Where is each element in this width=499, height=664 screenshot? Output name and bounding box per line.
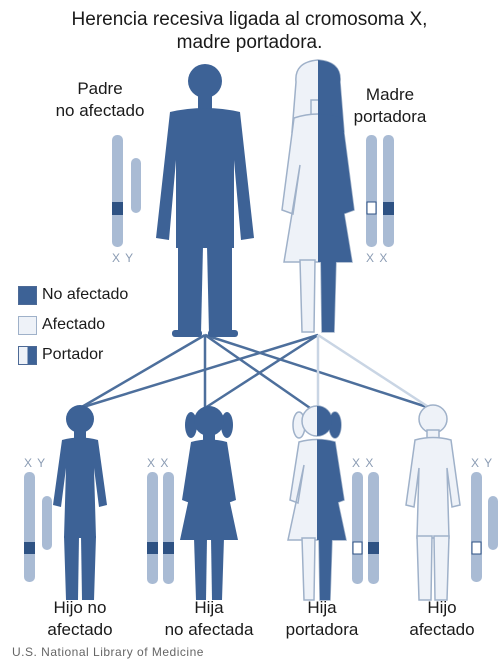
chromosome-band — [383, 202, 394, 215]
son-unaffected-chromosome-labels: X Y — [24, 456, 46, 470]
son-affected-chromosome-labels: X Y — [471, 456, 493, 470]
legend-swatch-empty — [18, 316, 37, 335]
child3-label-line2: portadora — [272, 619, 372, 640]
father-label-line1: Padre — [40, 78, 160, 99]
daughter-carrier-chromosomes — [352, 472, 379, 584]
legend-swatch-half — [18, 346, 37, 365]
legend-item-unaffected: No afectado — [18, 284, 128, 306]
chromosome-x — [366, 135, 377, 247]
child1-label-line1: Hijo no — [30, 597, 130, 618]
child4-label-line2: afectado — [392, 619, 492, 640]
chromosome-band — [112, 202, 123, 215]
mother-label-line2: portadora — [335, 106, 445, 127]
inheritance-lines — [80, 335, 430, 408]
son-unaffected-figure — [53, 405, 107, 600]
child2-label-line2: no afectada — [150, 619, 268, 640]
chromosome-y — [131, 158, 141, 213]
child1-label-line2: afectado — [30, 619, 130, 640]
mother-chromosome-labels: X X — [366, 251, 388, 265]
child4-label-line1: Hijo — [392, 597, 492, 618]
chromosome-x — [112, 135, 123, 247]
son-affected-chromosomes — [471, 472, 498, 582]
daughter-unaffected-chromosomes — [147, 472, 174, 584]
father-chromosome-labels: X Y — [112, 251, 134, 265]
father-label-line2: no afectado — [40, 100, 160, 121]
child2-label-line1: Hija — [150, 597, 268, 618]
son-affected-figure — [406, 405, 460, 600]
legend-swatch-filled — [18, 286, 37, 305]
legend-item-carrier: Portador — [18, 344, 103, 366]
child3-label-line1: Hija — [272, 597, 372, 618]
legend-label: Portador — [42, 346, 103, 364]
mother-label-line1: Madre — [335, 84, 445, 105]
mother-chromosomes — [366, 135, 394, 247]
son-unaffected-chromosomes — [24, 472, 52, 582]
daughter-carrier-figure — [288, 406, 346, 600]
chromosome-band — [367, 202, 376, 214]
chromosome-x — [383, 135, 394, 247]
daughter-unaffected-chromosome-labels: X X — [147, 456, 169, 470]
daughter-unaffected-figure — [180, 406, 238, 600]
father-figure — [156, 64, 254, 337]
daughter-carrier-chromosome-labels: X X — [352, 456, 374, 470]
source-credit: U.S. National Library of Medicine — [12, 645, 204, 659]
legend-item-affected: Afectado — [18, 314, 105, 336]
line-mother-son1 — [80, 335, 318, 408]
legend-label: Afectado — [42, 316, 105, 334]
legend-label: No afectado — [42, 286, 128, 304]
father-chromosomes — [112, 135, 141, 247]
line-mother-son2 — [318, 335, 430, 408]
